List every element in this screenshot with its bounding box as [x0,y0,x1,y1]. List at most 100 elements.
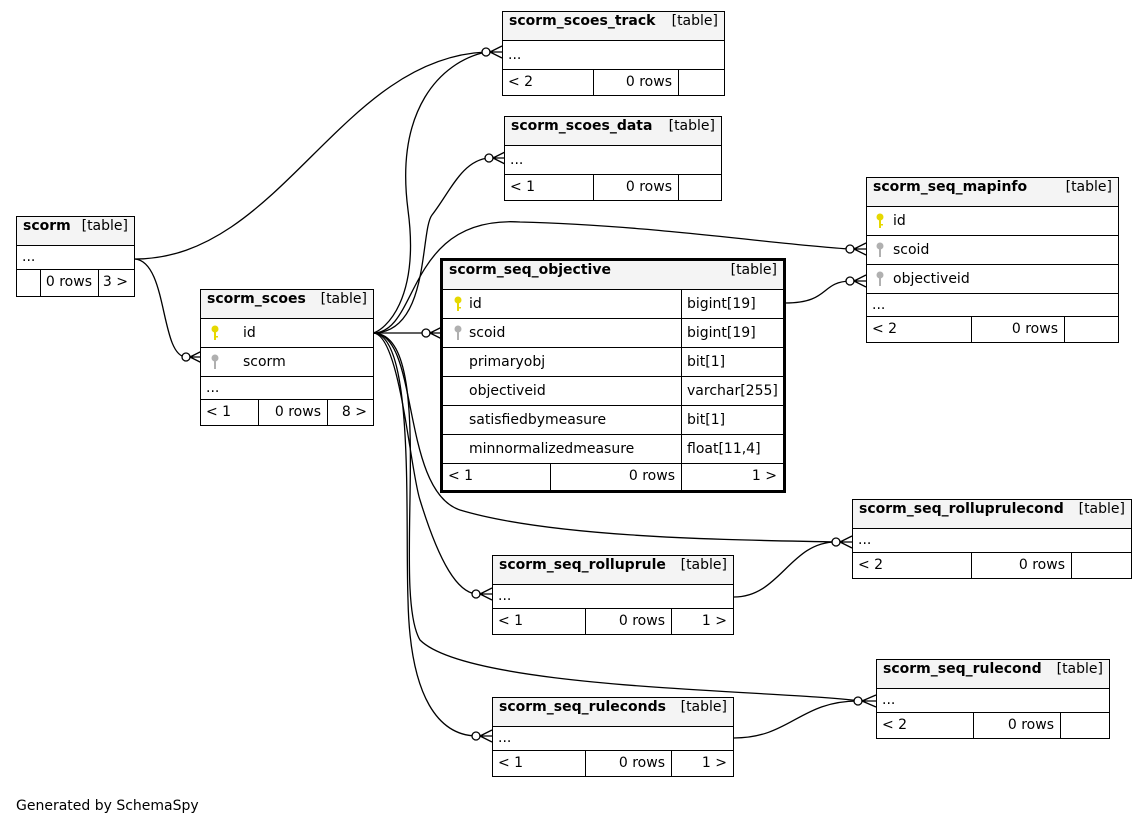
table-scorm-seq-objective[interactable]: scorm_seq_objective [table] id bigint[19… [440,258,786,493]
columns-collapsed: ... [201,377,373,400]
foreign-key-icon [211,354,219,369]
table-stats: < 1 0 rows 8 > [201,400,373,425]
table-name: scorm_seq_ruleconds [499,699,666,715]
column-name: objectiveid [469,383,546,399]
table-header: scorm_seq_rolluprule [table] [493,556,733,585]
columns-collapsed: ... [493,585,733,609]
table-tag: [table] [730,262,777,278]
edge-scoes-mapinfo [372,221,851,334]
parents-count: < 1 [206,404,232,420]
column-name: id [469,296,482,312]
column-type: bit[1] [681,406,783,434]
children-count [1064,317,1118,342]
table-stats: < 2 0 rows [503,70,724,95]
table-tag: [table] [680,557,727,573]
column-type: float[11,4] [681,435,783,463]
table-header: scorm_scoes [table] [201,290,373,319]
children-count [1060,713,1109,738]
table-stats: 0 rows 3 > [17,270,134,296]
table-stats: < 1 0 rows 1 > [443,464,783,490]
table-header: scorm_seq_objective [table] [443,261,783,290]
table-name: scorm [23,218,71,234]
column-type: bit[1] [681,348,783,376]
table-tag: [table] [671,13,718,29]
edge-scoes-rolluprule [372,332,477,595]
table-header: scorm_seq_ruleconds [table] [493,698,733,727]
table-name: scorm_scoes_track [509,13,656,29]
table-scorm-scoes[interactable]: scorm_scoes [table] id scorm ... < 1 0 r… [200,289,374,426]
table-tag: [table] [1065,179,1112,195]
row-count: 0 rows [971,553,1071,578]
primary-key-icon [876,213,884,228]
table-scorm-seq-rolluprule[interactable]: scorm_seq_rolluprule [table] ... < 1 0 r… [492,555,734,635]
table-header: scorm_seq_rolluprulecond [table] [853,500,1131,529]
table-stats: < 1 0 rows 1 > [493,751,733,776]
parents-count [17,270,40,296]
table-scorm-seq-mapinfo[interactable]: scorm_seq_mapinfo [table] id scoid objec… [866,177,1119,343]
row-count: 0 rows [585,609,671,634]
crowfoot-markers [189,45,877,743]
row-count: 0 rows [550,464,681,490]
children-count: 1 > [681,464,783,490]
children-count: 3 > [98,270,134,296]
table-name: scorm_seq_rulecond [883,661,1042,677]
children-count: 1 > [671,609,733,634]
table-header: scorm [table] [17,217,134,246]
columns-collapsed: ... [505,146,721,175]
optional-markers [181,47,863,741]
table-stats: < 2 0 rows [867,317,1118,342]
column-name: objectiveid [893,271,970,287]
table-scorm-scoes-track[interactable]: scorm_scoes_track [table] ... < 2 0 rows [502,11,725,96]
primary-key-icon [211,325,219,340]
foreign-key-icon [876,242,884,257]
column-row: primaryobj bit[1] [443,348,783,377]
children-count: 8 > [327,400,373,425]
table-scorm-seq-rulecond[interactable]: scorm_seq_rulecond [table] ... < 2 0 row… [876,659,1110,739]
edge-scoes-track [372,51,487,334]
columns-collapsed: ... [493,727,733,751]
row-count: 0 rows [258,400,327,425]
parents-count: < 1 [498,755,524,771]
column-name: minnormalizedmeasure [469,441,635,457]
parents-count: < 2 [882,717,908,733]
parents-count: < 1 [448,468,474,484]
parents-count: < 2 [508,74,534,90]
column-row: scoid [867,236,1118,265]
column-type: bigint[19] [681,319,783,347]
edge-ruleconds-rulecond [733,700,859,739]
table-scorm[interactable]: scorm [table] ... 0 rows 3 > [16,216,135,297]
row-count: 0 rows [40,270,98,296]
edge-scoes-rolluprulecond [372,332,837,543]
table-tag: [table] [320,291,367,307]
edge-scoes-data [372,157,490,334]
column-type: varchar[255] [681,377,783,405]
generated-by-footer: Generated by SchemaSpy [16,798,199,814]
table-scorm-scoes-data[interactable]: scorm_scoes_data [table] ... < 1 0 rows [504,116,722,201]
row-count: 0 rows [971,317,1064,342]
table-header: scorm_seq_mapinfo [table] [867,178,1118,207]
table-scorm-seq-ruleconds[interactable]: scorm_seq_ruleconds [table] ... < 1 0 ro… [492,697,734,777]
table-stats: < 1 0 rows 1 > [493,609,733,634]
column-row: id [201,319,373,348]
table-stats: < 2 0 rows [853,553,1131,578]
columns-collapsed: ... [877,689,1109,713]
column-row: minnormalizedmeasure float[11,4] [443,435,783,464]
column-type: bigint[19] [681,290,783,318]
table-tag: [table] [668,118,715,134]
table-tag: [table] [1056,661,1103,677]
table-stats: < 2 0 rows [877,713,1109,738]
table-name: scorm_seq_mapinfo [873,179,1028,195]
parents-count: < 2 [858,557,884,573]
edge-scoes-ruleconds [372,332,477,737]
edge-rolluprule-rolluprulecond [733,541,837,598]
columns-collapsed: ... [17,246,134,270]
column-row: objectiveid varchar[255] [443,377,783,406]
table-scorm-seq-rolluprulecond[interactable]: scorm_seq_rolluprulecond [table] ... < 2… [852,499,1132,579]
table-tag: [table] [81,218,128,234]
column-name: scorm [243,354,286,370]
edge-scorm-track [134,51,487,260]
row-count: 0 rows [593,175,678,200]
table-header: scorm_scoes_track [table] [503,12,724,41]
column-name: satisfiedbymeasure [469,412,607,428]
parents-count: < 1 [498,613,524,629]
